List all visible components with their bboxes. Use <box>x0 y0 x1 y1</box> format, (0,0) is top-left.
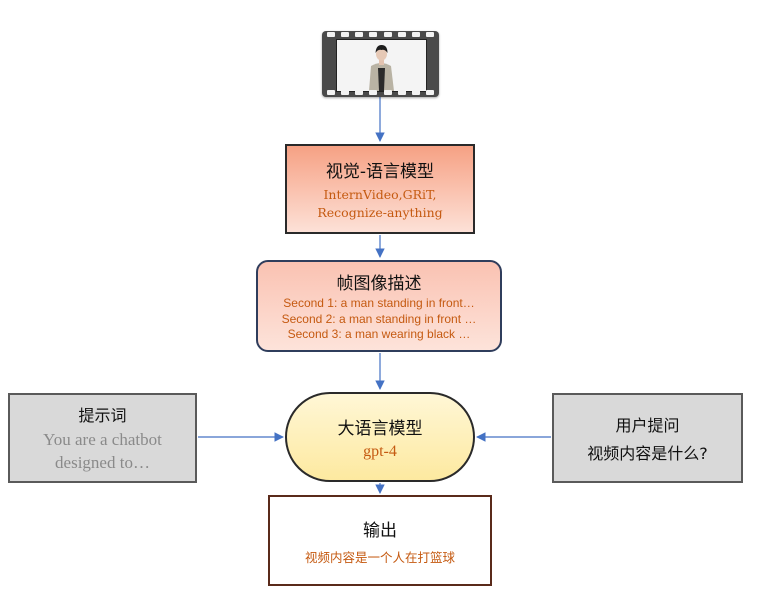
vlm-model-list-line2: Recognize-anything <box>317 204 443 220</box>
vlm-model-list-line1: InternVideo,GRiT, <box>323 186 437 202</box>
vision-language-model-box: 视觉-语言模型 InternVideo,GRiT, Recognize-anyt… <box>285 144 475 234</box>
video-thumbnail <box>336 39 427 92</box>
frame-caption-3: Second 3: a man wearing black … <box>287 327 471 342</box>
user-question-text: 视频内容是什么? <box>587 444 708 463</box>
vlm-title: 视觉-语言模型 <box>325 161 435 182</box>
prompt-text-line2: designed to… <box>55 453 150 472</box>
output-title: 输出 <box>363 520 397 541</box>
frame-caption-1: Second 1: a man standing in front… <box>283 296 475 311</box>
user-question-box: 用户提问 视频内容是什么? <box>552 393 743 483</box>
large-language-model-box: 大语言模型 gpt-4 <box>285 392 475 482</box>
output-answer: 视频内容是一个人在打篮球 <box>304 549 455 565</box>
frame-description-title: 帧图像描述 <box>336 274 422 295</box>
film-perforations-bottom <box>327 90 434 96</box>
prompt-text-line1: You are a chatbot <box>43 430 162 449</box>
frame-caption-2: Second 2: a man standing in front … <box>281 311 477 326</box>
frame-description-box: 帧图像描述 Second 1: a man standing in front…… <box>256 260 502 352</box>
film-perforations-top <box>327 32 434 38</box>
film-strip-icon <box>322 31 439 97</box>
prompt-title: 提示词 <box>78 406 127 425</box>
prompt-box: 提示词 You are a chatbot designed to… <box>8 393 197 483</box>
user-question-title: 用户提问 <box>615 416 680 435</box>
llm-model-name: gpt-4 <box>363 442 397 460</box>
person-silhouette-icon <box>337 40 426 91</box>
output-box: 输出 视频内容是一个人在打篮球 <box>268 495 492 586</box>
llm-title: 大语言模型 <box>337 418 423 439</box>
